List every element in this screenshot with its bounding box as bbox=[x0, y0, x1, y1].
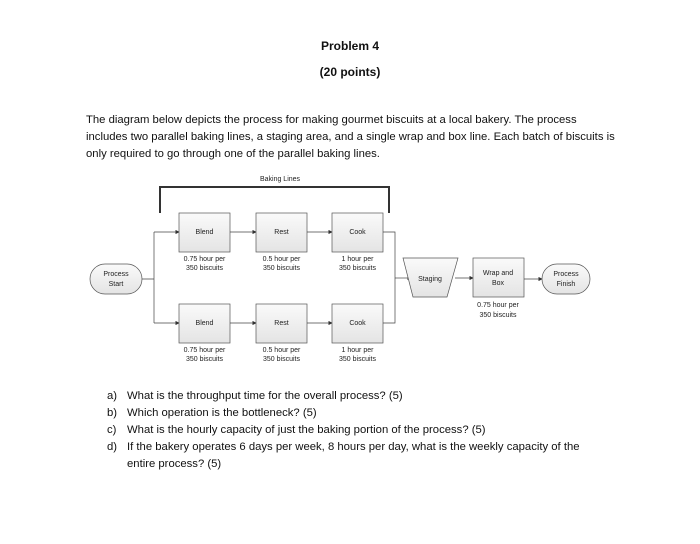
step-time: 350 biscuits bbox=[263, 265, 300, 272]
blend-step-line-1 bbox=[178, 212, 231, 253]
cook-step-line-1 bbox=[331, 212, 384, 253]
step-time: 0.75 hour per bbox=[184, 256, 226, 263]
step-label: Blend bbox=[196, 320, 214, 327]
question-label: c) bbox=[107, 424, 117, 436]
intro-paragraph: The diagram below depicts the process fo… bbox=[86, 114, 615, 160]
svg-text:Process: Process bbox=[553, 271, 579, 278]
svg-text:0.75 hour per: 0.75 hour per bbox=[477, 302, 519, 309]
problem-title: Problem 4 bbox=[320, 39, 380, 53]
step-time: 0.5 hour per bbox=[263, 347, 301, 354]
step-label: Rest bbox=[274, 320, 288, 327]
svg-text:Box: Box bbox=[492, 280, 505, 287]
question-text: Which operation is the bottleneck? (5) bbox=[127, 407, 317, 419]
blend-step-line-2 bbox=[178, 303, 231, 344]
wrap-and-box-step bbox=[472, 257, 525, 298]
step-time: 350 biscuits bbox=[186, 356, 223, 363]
question-item: c) What is the hourly capacity of just th… bbox=[107, 422, 607, 439]
svg-text:Start: Start bbox=[109, 281, 124, 288]
baking-lines-bracket bbox=[159, 186, 390, 213]
question-item: b) Which operation is the bottleneck? (5) bbox=[107, 405, 607, 422]
question-label: d) bbox=[107, 441, 118, 453]
step-time: 0.5 hour per bbox=[263, 256, 301, 263]
step-time: 1 hour per bbox=[342, 347, 375, 354]
merge-connector bbox=[383, 231, 396, 324]
step-label: Cook bbox=[349, 320, 366, 327]
question-item: d) If the bakery operates 6 days per week… bbox=[107, 439, 607, 473]
process-finish bbox=[541, 263, 591, 295]
question-text: What is the hourly capacity of just the … bbox=[127, 424, 486, 436]
step-time: 350 biscuits bbox=[263, 356, 300, 363]
step-label: Blend bbox=[196, 229, 214, 236]
question-label: b) bbox=[107, 407, 118, 419]
question-text: What is the throughput time for the over… bbox=[127, 390, 403, 402]
question-item: a) What is the throughput time for the ov… bbox=[107, 388, 607, 405]
baking-lines-label: Baking Lines bbox=[260, 176, 301, 183]
rest-step-line-2 bbox=[255, 303, 308, 344]
cook-step-line-2 bbox=[331, 303, 384, 344]
svg-text:350 biscuits: 350 biscuits bbox=[480, 312, 517, 319]
svg-text:Staging: Staging bbox=[418, 276, 442, 283]
svg-text:Process: Process bbox=[103, 271, 129, 278]
step-label: Cook bbox=[349, 229, 366, 236]
question-text: If the bakery operates 6 days per week, … bbox=[127, 441, 580, 470]
step-time: 350 biscuits bbox=[339, 356, 376, 363]
step-label: Rest bbox=[274, 229, 288, 236]
process-start bbox=[89, 263, 143, 295]
step-time: 0.75 hour per bbox=[184, 347, 226, 354]
step-time: 1 hour per bbox=[342, 256, 375, 263]
question-list: a) What is the throughput time for the ov… bbox=[107, 388, 607, 473]
staging-inventory bbox=[402, 257, 459, 298]
step-time: 350 biscuits bbox=[186, 265, 223, 272]
svg-text:Wrap and: Wrap and bbox=[483, 270, 513, 277]
step-time: 350 biscuits bbox=[339, 265, 376, 272]
question-label: a) bbox=[107, 390, 118, 402]
rest-step-line-1 bbox=[255, 212, 308, 253]
problem-points: (20 points) bbox=[319, 65, 381, 79]
svg-text:Finish: Finish bbox=[557, 281, 576, 288]
split-connector bbox=[142, 232, 155, 323]
